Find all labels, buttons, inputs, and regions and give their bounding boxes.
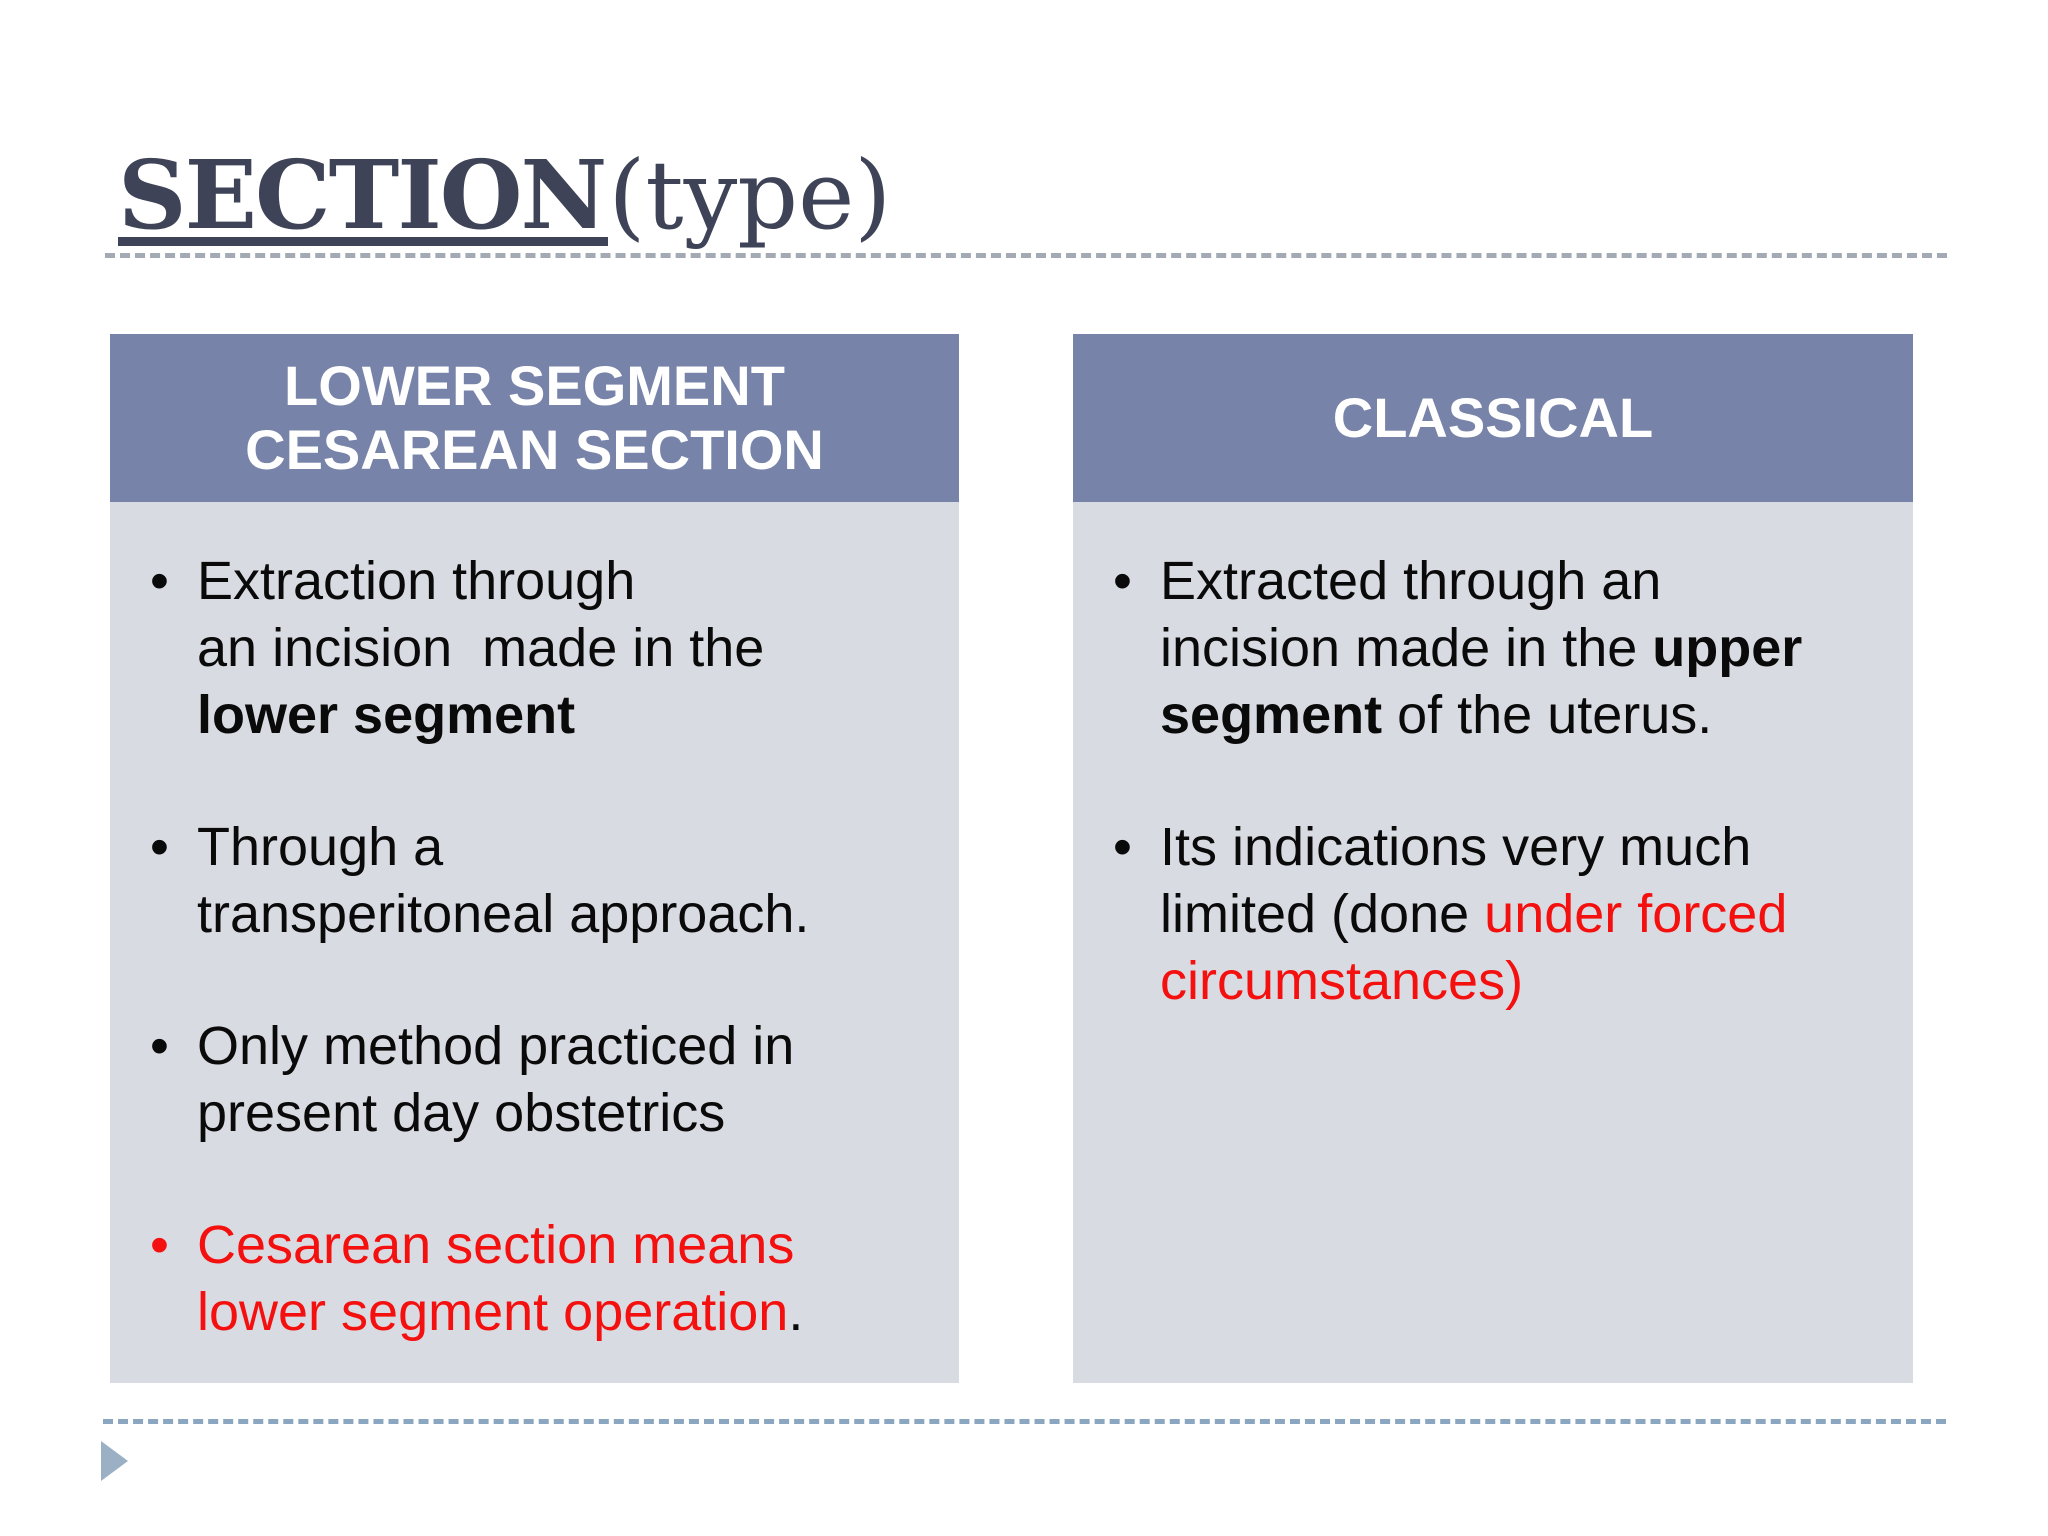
bullet-item: • Extracted through an incision made in t…: [1113, 548, 1885, 749]
bullet-dot: •: [150, 1215, 169, 1275]
bullet-text: Extraction through an incision made in t…: [197, 551, 765, 745]
bullet-dot: •: [150, 817, 169, 877]
bullet-text: Through a transperitoneal approach.: [197, 817, 810, 944]
bullet-dot: •: [1113, 551, 1132, 611]
panel-header-line: CESAREAN SECTION: [245, 418, 824, 481]
bullet-item: • Only method practiced in present day ob…: [150, 1013, 931, 1147]
bullet-item: • Through a transperitoneal approach.: [150, 814, 931, 948]
top-dashed-divider: [105, 253, 1947, 258]
bullet-text: Only method practiced in present day obs…: [197, 1016, 795, 1143]
bottom-dashed-divider: [103, 1419, 1946, 1424]
panel-classical: CLASSICAL • Extracted through an incision…: [1073, 334, 1913, 1383]
bullet-item: • Extraction through an incision made in …: [150, 548, 931, 749]
panel-body: • Extracted through an incision made in t…: [1073, 502, 1913, 1383]
slide-title: SECTION(type): [118, 141, 891, 251]
panel-header-line: LOWER SEGMENT: [284, 354, 785, 417]
bullet-dot: •: [1113, 817, 1132, 877]
title-main-underlined: SECTION: [118, 148, 609, 246]
bullet-dot: •: [150, 1016, 169, 1076]
title-suffix: (type): [608, 141, 892, 251]
panel-body: • Extraction through an incision made in …: [110, 502, 959, 1383]
bullet-text: Extracted through an incision made in th…: [1160, 551, 1803, 745]
bullet-item: • Its indications very much limited (done…: [1113, 814, 1885, 1015]
bullet-text: Cesarean section means lower segment ope…: [197, 1215, 804, 1342]
panel-header: CLASSICAL: [1073, 334, 1913, 502]
bullet-text: Its indications very much limited (done …: [1160, 817, 1788, 1011]
nav-triangle-icon: [101, 1441, 128, 1481]
panel-header-line: CLASSICAL: [1332, 386, 1654, 449]
bullet-dot: •: [150, 551, 169, 611]
bullet-item: • Cesarean section means lower segment op…: [150, 1212, 931, 1346]
